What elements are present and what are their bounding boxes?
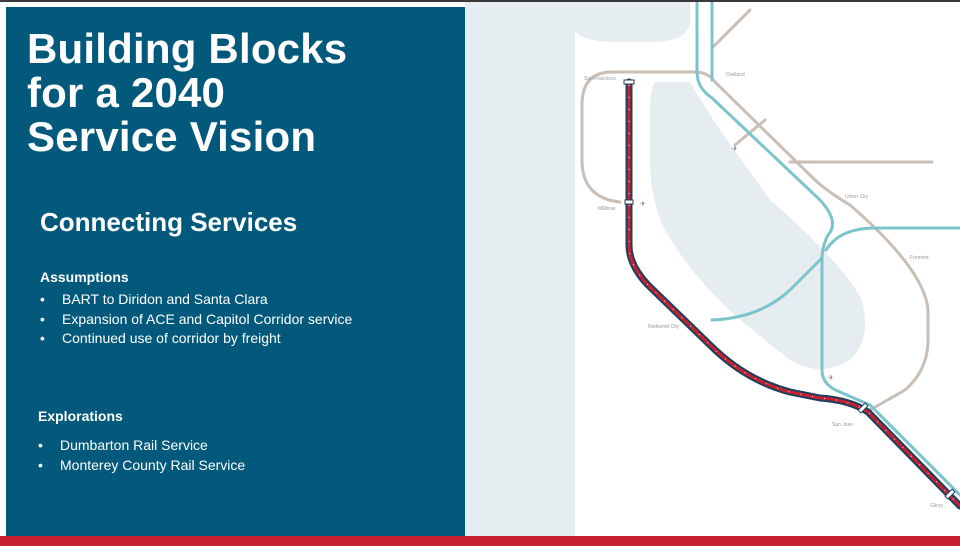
list-item: • Continued use of corridor by freight bbox=[40, 329, 362, 349]
airport-icon: ✈ bbox=[640, 201, 646, 208]
gray-rail-lines bbox=[580, 8, 934, 412]
bullet-glyph: • bbox=[40, 330, 45, 346]
top-border bbox=[0, 0, 960, 2]
caltrain-station-dots bbox=[628, 85, 960, 507]
map-label-fremont: Fremont bbox=[910, 255, 929, 261]
station-marker-sf bbox=[623, 79, 635, 85]
map-label-millbrae: Millbrae bbox=[598, 206, 616, 212]
gray-line-east-bay bbox=[693, 70, 852, 207]
map-label-union-city: Union City bbox=[845, 194, 869, 200]
station-marker-sanjose bbox=[857, 402, 869, 414]
teal-line-dumbarton bbox=[710, 256, 824, 322]
airport-icon: ✈ bbox=[828, 375, 834, 382]
gray-line-north-spur bbox=[710, 8, 752, 50]
assumption-text: BART to Diridon and Santa Clara bbox=[62, 291, 268, 307]
bay-water-north bbox=[575, 2, 690, 42]
station-marker-gilroy bbox=[944, 488, 956, 500]
assumptions-heading: Assumptions bbox=[40, 269, 129, 285]
map-label-gilroy: Gilroy bbox=[930, 503, 944, 509]
teal-line-capitol-corridor bbox=[695, 0, 872, 407]
bullet-glyph: • bbox=[38, 437, 43, 453]
map-label-san-francisco: San Francisco bbox=[584, 76, 616, 82]
assumption-text: Expansion of ACE and Capitol Corridor se… bbox=[62, 310, 353, 327]
list-item: • Monterey County Rail Service bbox=[38, 456, 360, 476]
exploration-text: Monterey County Rail Service bbox=[60, 456, 246, 473]
bullet-glyph: • bbox=[38, 456, 43, 473]
map-label-redwood-city: Redwood City bbox=[648, 324, 680, 330]
bullet-glyph: • bbox=[40, 291, 45, 307]
list-item: • BART to Diridon and Santa Clara bbox=[40, 290, 362, 310]
explorations-heading: Explorations bbox=[38, 408, 123, 424]
map-label-oakland: Oakland bbox=[726, 72, 745, 78]
exploration-text: Dumbarton Rail Service bbox=[60, 437, 208, 453]
rail-map-svg: ✈ ✈ ✈ San Francisco Oakland Millbrae Uni… bbox=[465, 0, 960, 536]
station-marker-millbrae bbox=[624, 199, 634, 205]
teal-line-south bbox=[868, 403, 960, 497]
ocean-water bbox=[465, 2, 575, 536]
gray-line-fremont-loop bbox=[848, 203, 930, 412]
slide-title: Building Blocks for a 2040 Service Visio… bbox=[27, 25, 348, 160]
assumption-text: Continued use of corridor by freight bbox=[62, 330, 281, 346]
explorations-list: • Dumbarton Rail Service • Monterey County… bbox=[38, 436, 360, 475]
assumptions-list: • BART to Diridon and Santa Clara • Expans… bbox=[40, 290, 362, 349]
teal-line-ace bbox=[824, 226, 960, 252]
slide-subtitle: Connecting Services bbox=[40, 207, 298, 237]
bay-water-south bbox=[650, 82, 866, 369]
airport-icon: ✈ bbox=[732, 146, 738, 153]
map-label-san-jose: San Jose bbox=[832, 422, 853, 428]
teal-rail-lines bbox=[695, 0, 960, 497]
list-item: • Expansion of ACE and Capitol Corridor s… bbox=[40, 310, 362, 330]
gray-line-peninsula-loop bbox=[580, 70, 697, 204]
bullet-glyph: • bbox=[40, 310, 45, 327]
left-panel: Building Blocks for a 2040 Service Visio… bbox=[6, 7, 465, 536]
list-item: • Dumbarton Rail Service bbox=[38, 436, 360, 456]
rail-map: ✈ ✈ ✈ San Francisco Oakland Millbrae Uni… bbox=[465, 0, 960, 536]
bottom-accent-bar bbox=[0, 536, 960, 546]
